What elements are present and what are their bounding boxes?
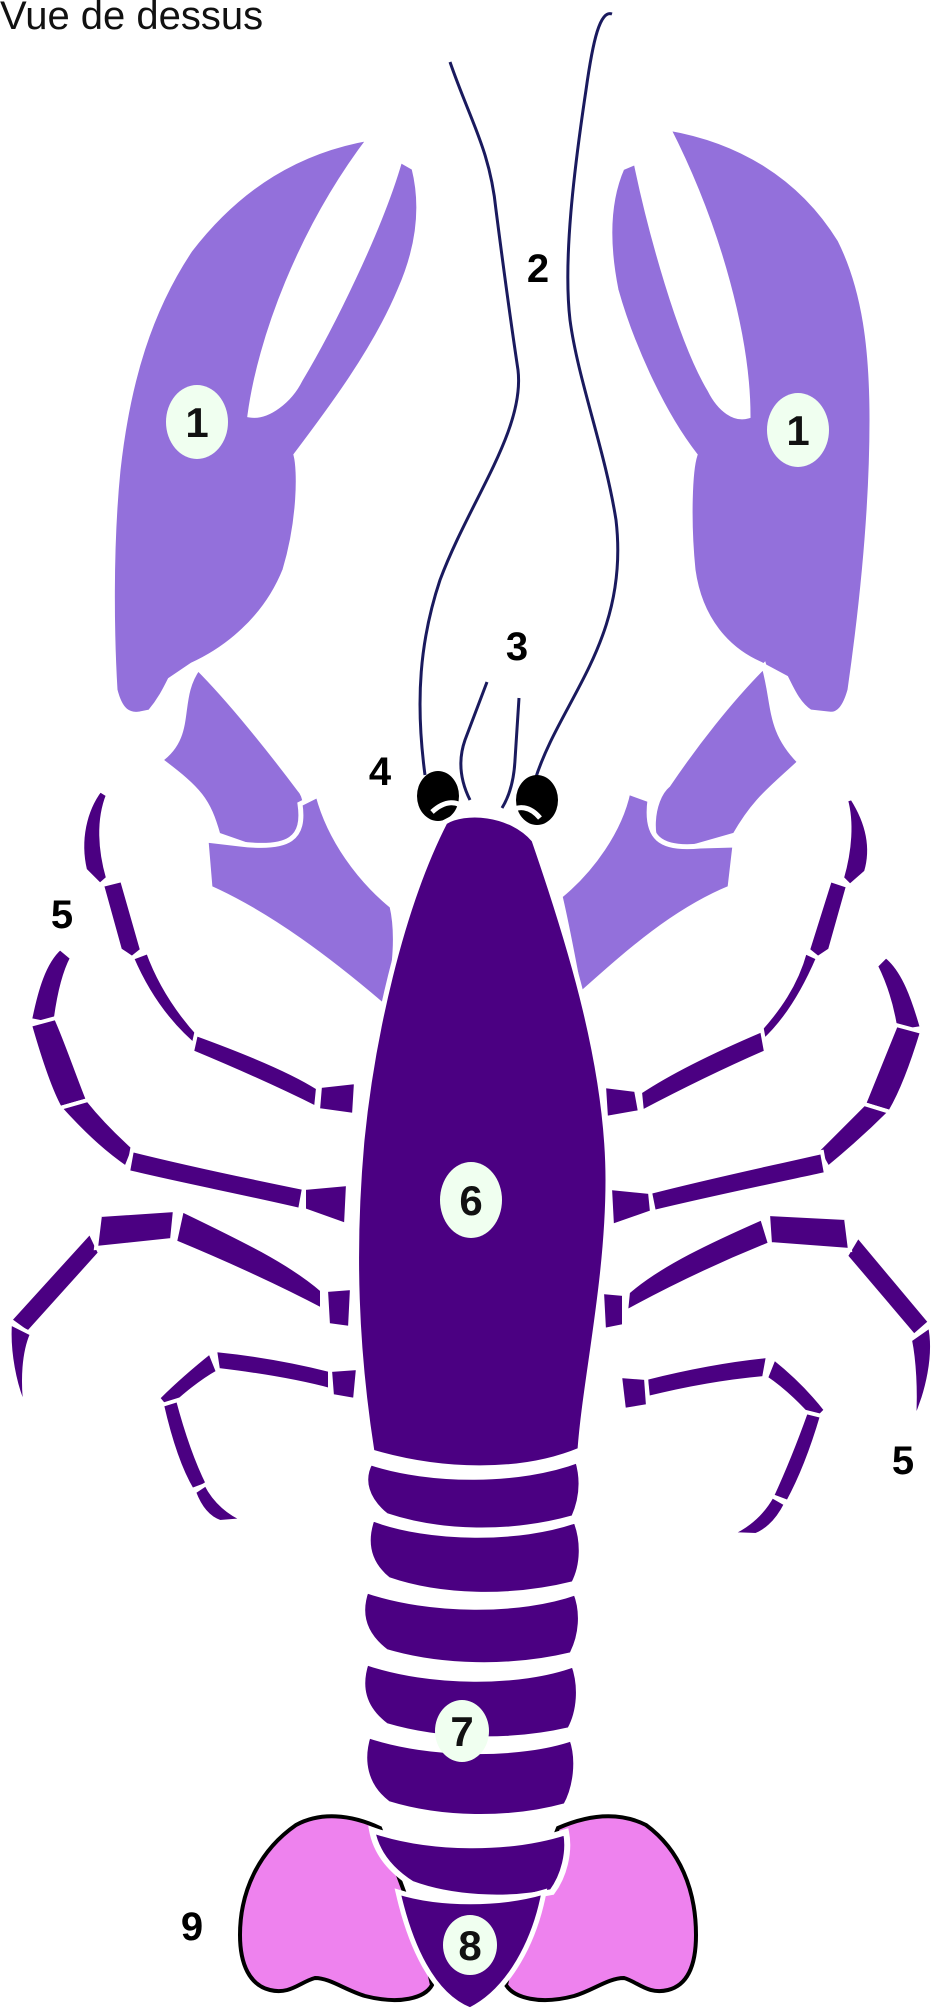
label-eye: 4 <box>369 750 392 794</box>
badge-cephalothorax: 6 <box>440 1162 502 1238</box>
claw-right <box>560 128 872 995</box>
abdomen <box>362 1460 582 1898</box>
label-legs-left: 5 <box>51 893 73 937</box>
antennule-right <box>502 698 519 808</box>
svg-text:8: 8 <box>458 1922 481 1969</box>
claw-left <box>112 138 419 1010</box>
badge-claw-right: 1 <box>767 393 829 467</box>
antenna-left <box>420 62 519 775</box>
label-uropods: 9 <box>181 1905 203 1949</box>
label-antennule: 3 <box>506 625 528 669</box>
svg-text:7: 7 <box>450 1708 473 1755</box>
antenna-right <box>535 14 618 780</box>
svg-text:6: 6 <box>459 1177 482 1224</box>
eye-left <box>417 771 459 821</box>
label-antenna: 2 <box>527 247 549 291</box>
svg-text:1: 1 <box>786 407 809 454</box>
svg-text:1: 1 <box>185 399 208 446</box>
label-legs-right: 5 <box>892 1439 914 1483</box>
antennule-left <box>461 682 487 800</box>
diagram-title: Vue de dessus <box>0 0 263 39</box>
badge-claw-left: 1 <box>166 385 228 459</box>
badge-abdomen: 7 <box>435 1700 489 1762</box>
badge-telson: 8 <box>443 1915 497 1975</box>
